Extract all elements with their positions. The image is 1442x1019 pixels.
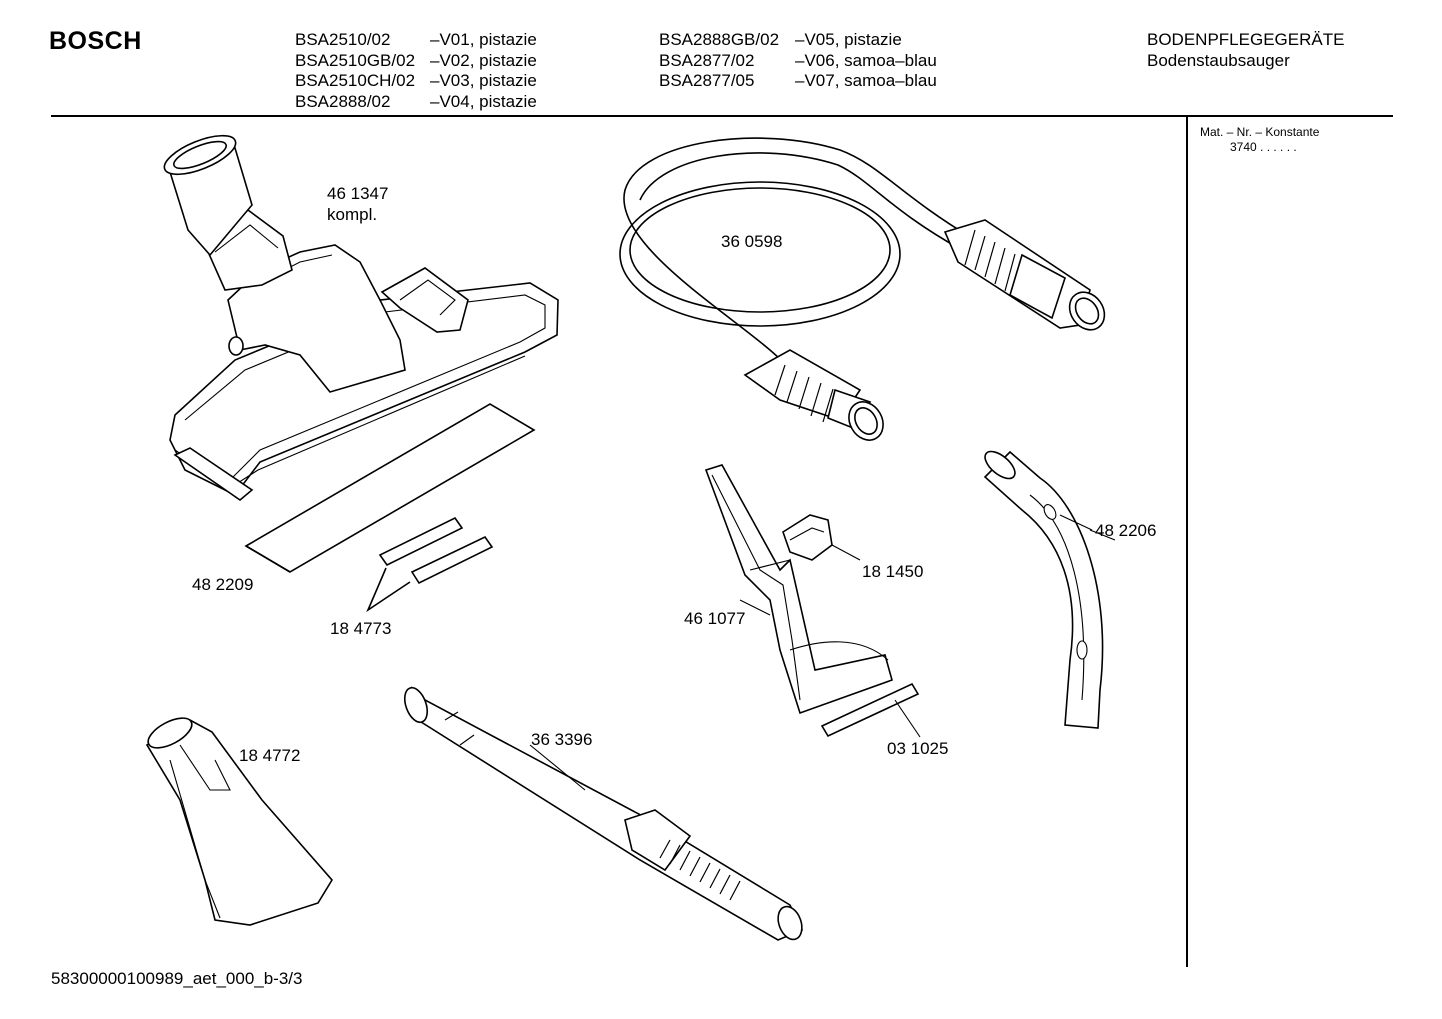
model-code: BSA2510CH/02 <box>295 71 416 90</box>
model-row: BSA2888/02 –V04, pistazie <box>295 92 537 113</box>
model-code: BSA2888/02 <box>295 91 391 111</box>
model-variant: –V01, pistazie <box>430 30 537 49</box>
part-label-clip: 18 1450 <box>862 562 924 581</box>
clip-drawing <box>782 514 861 561</box>
part-label-handle: 48 2206 <box>1095 521 1157 540</box>
upholstery-strip-drawing <box>820 682 921 738</box>
category-subtitle: Bodenstaubsauger <box>1147 50 1290 70</box>
model-list-right: BSA2888GB/02 –V05, pistazie BSA2877/02 –V0… <box>659 30 937 92</box>
leader-line <box>1089 529 1116 541</box>
side-divider <box>1186 117 1188 967</box>
model-variant: –V04, pistazie <box>430 91 537 111</box>
part-label-tube: 36 3396 <box>531 730 593 749</box>
model-variant: –V07, samoa–blau <box>795 71 937 90</box>
document-id: 58300000100989_aet_000_b-3/3 <box>51 969 303 988</box>
upholstery-nozzle-drawing <box>145 717 333 926</box>
model-code: BSA2888GB/02 <box>659 30 780 49</box>
model-row: BSA2510/02 –V01, pistazie <box>295 30 537 51</box>
floor-nozzle-drawing <box>163 134 559 502</box>
crevice-tool-drawing <box>704 464 893 715</box>
telescopic-tube-drawing <box>403 686 804 941</box>
model-variant: –V03, pistazie <box>430 71 537 90</box>
model-row: BSA2877/05 –V07, samoa–blau <box>659 71 937 92</box>
model-variant: –V06, samoa–blau <box>795 50 937 70</box>
mat-nr-label: Mat. – Nr. – Konstante <box>1200 125 1320 139</box>
model-variant: –V05, pistazie <box>795 30 902 49</box>
mat-nr-block: Mat. – Nr. – Konstante 3740 . . . . . . <box>1200 125 1319 155</box>
category-title: BODENPFLEGEGERÄTE <box>1147 30 1345 49</box>
model-row: BSA2888GB/02 –V05, pistazie <box>659 30 937 51</box>
model-variant: –V02, pistazie <box>430 50 537 70</box>
part-label-upholstery-nozzle: 18 4772 <box>239 746 301 765</box>
model-row: BSA2877/02 –V06, samoa–blau <box>659 51 937 72</box>
brand-logo: BOSCH <box>49 27 142 55</box>
part-label-small-strips: 18 4773 <box>330 619 392 638</box>
part-note: kompl. <box>327 205 378 224</box>
model-code: BSA2510/02 <box>295 30 391 49</box>
model-code: BSA2510GB/02 <box>295 50 416 70</box>
handle-drawing <box>983 450 1104 729</box>
part-label-upholstery-strip: 03 1025 <box>887 739 949 758</box>
category-block: BODENPFLEGEGERÄTE Bodenstaubsauger <box>1147 30 1344 71</box>
model-code: BSA2877/02 <box>659 50 755 70</box>
small-strips-drawing <box>366 516 494 613</box>
part-label-large-strip: 48 2209 <box>192 575 254 594</box>
part-number: 46 1347 <box>327 184 389 203</box>
part-label-floor-nozzle: 46 1347 kompl. <box>327 183 388 225</box>
part-label-crevice-tool: 46 1077 <box>684 609 746 628</box>
leader-line <box>739 599 771 616</box>
model-row: BSA2510CH/02 –V03, pistazie <box>295 71 537 92</box>
leader-line <box>245 545 291 573</box>
model-list-left: BSA2510/02 –V01, pistazie BSA2510GB/02 –V0… <box>295 30 537 112</box>
hose-drawing <box>619 137 1106 441</box>
part-label-hose: 36 0598 <box>721 232 783 251</box>
mat-nr-value: 3740 . . . . . . <box>1230 140 1297 154</box>
header-divider <box>51 115 1393 117</box>
model-row: BSA2510GB/02 –V02, pistazie <box>295 51 537 72</box>
model-code: BSA2877/05 <box>659 71 755 90</box>
